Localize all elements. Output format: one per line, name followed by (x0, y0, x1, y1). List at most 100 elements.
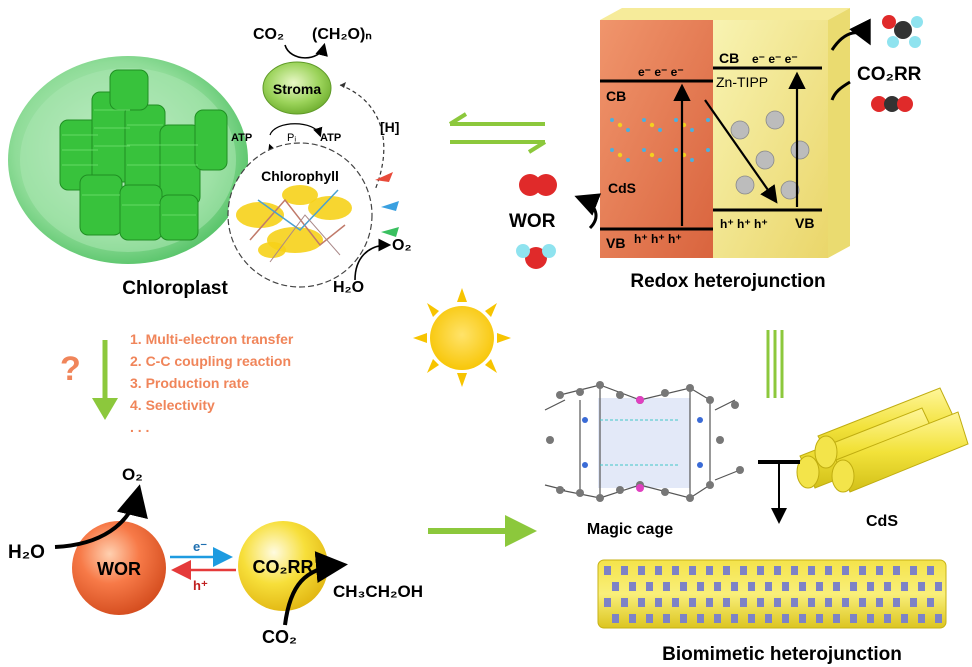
cage-unit (816, 614, 823, 623)
cage-unit (621, 598, 628, 607)
co2-label-bottom: CO₂ (262, 627, 297, 647)
cage-unit (740, 598, 747, 607)
cage-unit (867, 614, 874, 623)
cage-unit (884, 614, 891, 623)
h2o-molecule-icon (516, 244, 556, 269)
cage-unit (833, 582, 840, 591)
ethanol-label: CH₃CH₂OH (333, 582, 423, 601)
zn-vb-label: VB (795, 215, 814, 231)
cage-unit (927, 566, 934, 575)
hole-label: h⁺ (193, 578, 208, 593)
co2rr-sphere (238, 521, 328, 611)
cage-unit (918, 614, 925, 623)
cage-unit (655, 566, 662, 575)
zn-cb-label: CB (719, 50, 739, 66)
cage-unit (884, 582, 891, 591)
cage-unit (850, 614, 857, 623)
co2rr-label: CO₂RR (857, 64, 922, 85)
biomimetic-panel: Magic cage CdS Biomimetic heterojunction (544, 381, 969, 665)
cage-unit (782, 614, 789, 623)
cage-unit (629, 582, 636, 591)
cage-unit (680, 582, 687, 591)
cage-unit (799, 614, 806, 623)
cage-unit (697, 614, 704, 623)
cage-unit (646, 614, 653, 623)
cds-cb-label: CB (606, 88, 626, 104)
cage-unit (782, 582, 789, 591)
cage-unit (833, 614, 840, 623)
cds-rod-label: CdS (866, 513, 898, 530)
cage-unit (706, 566, 713, 575)
chlorophyll-label: Chlorophyll (261, 168, 339, 184)
cage-unit (791, 566, 798, 575)
cage-unit (706, 598, 713, 607)
cage-unit (672, 566, 679, 575)
cage-unit (604, 566, 611, 575)
cds-block (600, 20, 713, 258)
cage-unit (791, 598, 798, 607)
wor-label-bottom: WOR (97, 559, 141, 579)
cage-unit (629, 614, 636, 623)
cage-unit (731, 582, 738, 591)
cage-unit (646, 582, 653, 591)
stroma-sphere (262, 61, 332, 115)
cage-unit (910, 598, 917, 607)
cage-unit (680, 614, 687, 623)
chloroplast-label: Chloroplast (122, 278, 228, 299)
cds-holes: h⁺ h⁺ h⁺ (634, 232, 682, 246)
cage-unit (842, 566, 849, 575)
co2-label-top: CO₂ (253, 26, 284, 43)
h2o-label-top: H₂O (333, 279, 364, 296)
h-cycle-arrow (339, 84, 385, 191)
zn-holes: h⁺ h⁺ h⁺ (720, 217, 768, 231)
cage-unit (825, 598, 832, 607)
reaction-scheme-panel: O₂ WOR H₂O e⁻ h⁺ CO₂RR CH₃CH₂OH CO₂ (8, 465, 423, 647)
equilibrium-arrows (448, 112, 547, 154)
cage-unit (816, 582, 823, 591)
o2-molecule-icon (519, 174, 557, 196)
equivalence-lines (766, 330, 784, 398)
cds-lattice (610, 118, 710, 162)
sun-icon (413, 288, 511, 387)
co2-reduction-arrow (283, 551, 348, 626)
h2o-label-bottom: H₂O (8, 542, 45, 563)
cage-unit (757, 566, 764, 575)
cage-unit (774, 566, 781, 575)
cage-unit (689, 598, 696, 607)
cage-unit (927, 598, 934, 607)
challenge-item: . . . (130, 419, 149, 435)
cage-unit (893, 598, 900, 607)
z-scheme-arrow (704, 99, 778, 204)
water-oxidation-arrow (354, 238, 392, 281)
cage-unit (918, 582, 925, 591)
redox-heterojunction-label: Redox heterojunction (630, 271, 825, 292)
zn-electrons: e⁻ e⁻ e⁻ (752, 52, 798, 66)
cage-unit (714, 614, 721, 623)
zn-tipp-framework (730, 110, 810, 200)
cage-unit (876, 598, 883, 607)
cage-unit (655, 598, 662, 607)
stroma-label: Stroma (273, 81, 321, 97)
cage-unit (697, 582, 704, 591)
cage-unit (731, 614, 738, 623)
cage-unit (935, 614, 942, 623)
cage-unit (842, 598, 849, 607)
challenge-item: 1. Multi-electron transfer (130, 331, 294, 347)
o2-label-top: O₂ (392, 237, 412, 254)
cage-unit (672, 598, 679, 607)
product-molecule-icon (882, 15, 923, 48)
cage-unit (612, 582, 619, 591)
cage-unit (663, 582, 670, 591)
cage-unit (621, 566, 628, 575)
cage-unit (825, 566, 832, 575)
cage-unit (799, 582, 806, 591)
water-oxidation-arrow-bottom (54, 484, 148, 549)
wor-label-top: WOR (509, 211, 556, 232)
cage-unit (765, 582, 772, 591)
co2-molecule-icon (871, 96, 913, 112)
cage-unit (935, 582, 942, 591)
atp-left-label: ATP (231, 132, 252, 144)
biomimetic-rod (597, 559, 947, 629)
pi-label: Pᵢ (287, 132, 296, 144)
